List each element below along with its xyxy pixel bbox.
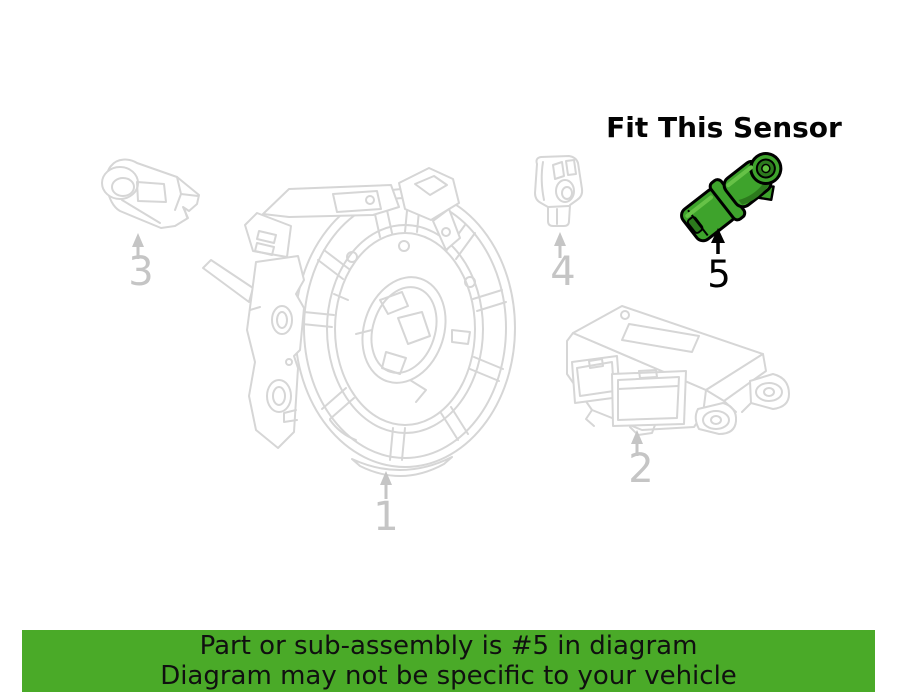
bracket-hole (271, 305, 293, 335)
bracket-hole-inner (272, 386, 286, 406)
callout-arrow-3 (132, 233, 144, 259)
sensor-recess (136, 181, 167, 203)
callout-label-5: 5 (707, 253, 731, 296)
bolt-hole (464, 276, 476, 288)
mounting-ear-hole (755, 382, 783, 402)
module-screw (620, 310, 630, 320)
hub-opening (361, 276, 447, 384)
sensor-eyelet-hole (111, 177, 135, 197)
sensor-connector-slot (686, 216, 704, 234)
callout-label-1: 1 (373, 494, 398, 540)
mounting-ear-hole-inner (763, 387, 775, 397)
banner-line-2: Diagram may not be specific to your vehi… (160, 661, 737, 691)
callout-label-4: 4 (550, 249, 575, 295)
ring-spokes (301, 199, 507, 461)
sensor-foot (547, 205, 570, 225)
airbag-control-module-drawing (566, 305, 790, 436)
callout-label-2: 2 (628, 446, 653, 492)
callout-arrow-5 (711, 228, 725, 254)
mounting-ear-hole-inner (710, 415, 722, 425)
wire-tab (202, 259, 254, 303)
hub-detail (355, 291, 431, 375)
sensor-connector-edges (174, 176, 199, 218)
bracket-hole (441, 227, 451, 237)
mounting-ear-hole (702, 410, 730, 430)
sensor-barrel-tip (761, 163, 771, 174)
bracket-hole (266, 379, 292, 413)
sensor-boss-hole (561, 186, 573, 200)
left-mounting-bracket (202, 255, 305, 449)
callout-arrow-2 (631, 430, 643, 456)
fit-this-sensor-title: Fit This Sensor (606, 111, 842, 144)
sensor-windows (552, 159, 577, 180)
bottom-tab (351, 456, 453, 477)
callout-label-3: 3 (128, 249, 153, 295)
mounting-ear (749, 373, 790, 410)
banner-line-1: Part or sub-assembly is #5 in diagram (199, 631, 698, 661)
front-impact-sensor-drawing (101, 158, 200, 229)
callout-arrow-1 (380, 471, 392, 499)
clockspring-coil-drawing (202, 167, 516, 477)
side-impact-sensor-drawing (534, 155, 584, 227)
bracket-arm (432, 208, 461, 251)
highlighted-impact-sensor-drawing (680, 152, 783, 243)
bracket-bar (262, 184, 400, 218)
bracket-box (244, 212, 292, 258)
bracket-hole-inner (276, 311, 288, 329)
callout-arrow-4 (554, 232, 566, 258)
bolt-hole (346, 251, 358, 263)
rivet (285, 358, 293, 366)
sensor-boss (555, 179, 575, 203)
top-mounting-bracket (244, 167, 461, 258)
connector-socket-right (611, 370, 687, 427)
bracket-hole (365, 195, 375, 205)
module-label-recess (621, 323, 700, 353)
disclaimer-banner: Part or sub-assembly is #5 in diagram Di… (22, 630, 875, 692)
bolt-hole (398, 240, 410, 252)
